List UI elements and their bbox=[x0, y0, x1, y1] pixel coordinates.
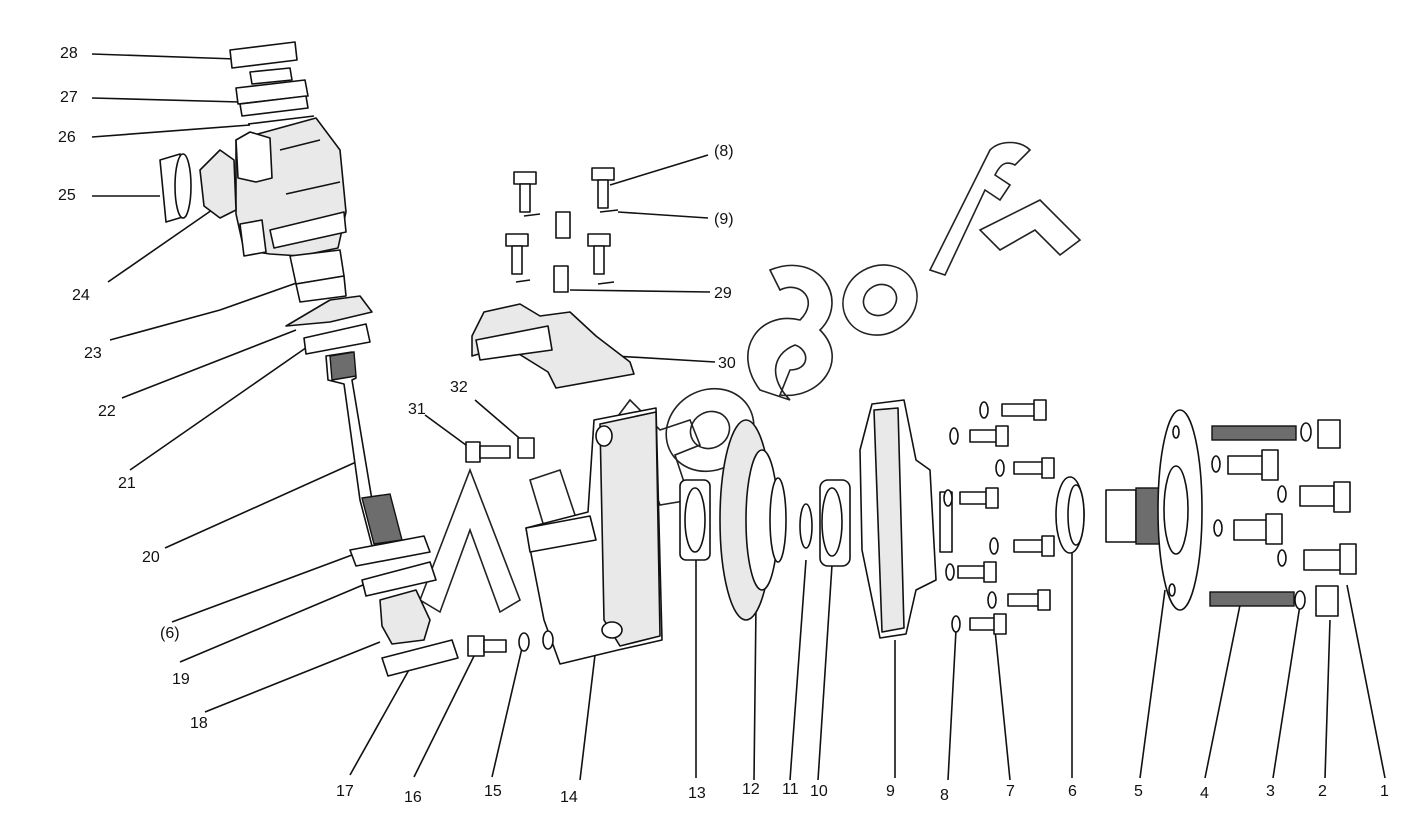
callout-label: 9 bbox=[886, 783, 895, 800]
main-housing-assembly bbox=[467, 399, 953, 665]
washer-part-15 bbox=[518, 632, 530, 652]
callout-label: 2 bbox=[1318, 783, 1327, 800]
callout-label: 31 bbox=[408, 401, 426, 418]
callout-label: 27 bbox=[60, 89, 78, 106]
callout-label: 11 bbox=[782, 781, 799, 798]
stud-part-4 bbox=[1211, 425, 1297, 441]
flange-top bbox=[249, 67, 293, 85]
nut-upper bbox=[1317, 419, 1341, 449]
seal-part-6b bbox=[349, 535, 431, 567]
callout-label: 32 bbox=[450, 379, 468, 396]
callout-label: (8) bbox=[714, 143, 734, 160]
callout-label: 17 bbox=[336, 783, 354, 800]
callout-label: 28 bbox=[60, 45, 78, 62]
pinion-part-18 bbox=[379, 589, 431, 645]
callout-label: 24 bbox=[72, 287, 90, 304]
oring-part-11 bbox=[799, 503, 813, 549]
gear-part-24 bbox=[199, 149, 237, 219]
flange-assembly bbox=[1055, 409, 1203, 611]
splined-shaft bbox=[1105, 489, 1137, 543]
callout-label: (9) bbox=[714, 211, 734, 228]
callout-label: 15 bbox=[484, 783, 502, 800]
washer-part-3 bbox=[1294, 590, 1306, 610]
bolt-column-7-8 bbox=[943, 399, 1055, 635]
leader-lines bbox=[91, 53, 1386, 781]
callout-label: 22 bbox=[98, 403, 116, 420]
bolt-part-1 bbox=[1303, 549, 1343, 571]
callout-label: 12 bbox=[742, 781, 760, 798]
pin-part-29 bbox=[555, 211, 571, 239]
bevel-gear-part-22 bbox=[285, 295, 373, 327]
cap-part-28 bbox=[229, 41, 298, 69]
callout-label: (6) bbox=[160, 625, 180, 642]
right-bolts-group bbox=[1209, 419, 1357, 617]
callout-label: 6 bbox=[1068, 783, 1077, 800]
callout-label: 1 bbox=[1380, 783, 1389, 800]
callout-label: 26 bbox=[58, 129, 76, 146]
callout-label: 29 bbox=[714, 285, 732, 302]
callout-label: 23 bbox=[84, 345, 102, 362]
callout-label: 19 bbox=[172, 671, 190, 688]
callout-label: 4 bbox=[1200, 785, 1209, 802]
callout-label: 7 bbox=[1006, 783, 1015, 800]
nut-part-2 bbox=[1315, 585, 1339, 617]
bearing-part-21 bbox=[303, 323, 371, 355]
bolt-part-16 bbox=[467, 635, 485, 657]
callout-label: 5 bbox=[1134, 783, 1143, 800]
callout-label: 8 bbox=[940, 787, 949, 804]
upper-housing-assembly bbox=[159, 41, 459, 677]
callout-label: 21 bbox=[118, 475, 136, 492]
callout-label: 25 bbox=[58, 187, 76, 204]
callout-label: 16 bbox=[404, 789, 422, 806]
callout-label: 13 bbox=[688, 785, 706, 802]
bolt-head bbox=[513, 171, 537, 185]
bearing-part-17 bbox=[381, 639, 459, 677]
gear-part-19 bbox=[361, 561, 437, 597]
bracket-bolts-group bbox=[471, 167, 635, 389]
callout-label: 14 bbox=[560, 789, 578, 806]
callout-label: 20 bbox=[142, 549, 160, 566]
bolt-nut-31-32 bbox=[465, 437, 535, 463]
callout-label: 30 bbox=[718, 355, 736, 372]
callout-label: 3 bbox=[1266, 783, 1275, 800]
callout-label: 10 bbox=[810, 783, 828, 800]
callout-label: 18 bbox=[190, 715, 208, 732]
